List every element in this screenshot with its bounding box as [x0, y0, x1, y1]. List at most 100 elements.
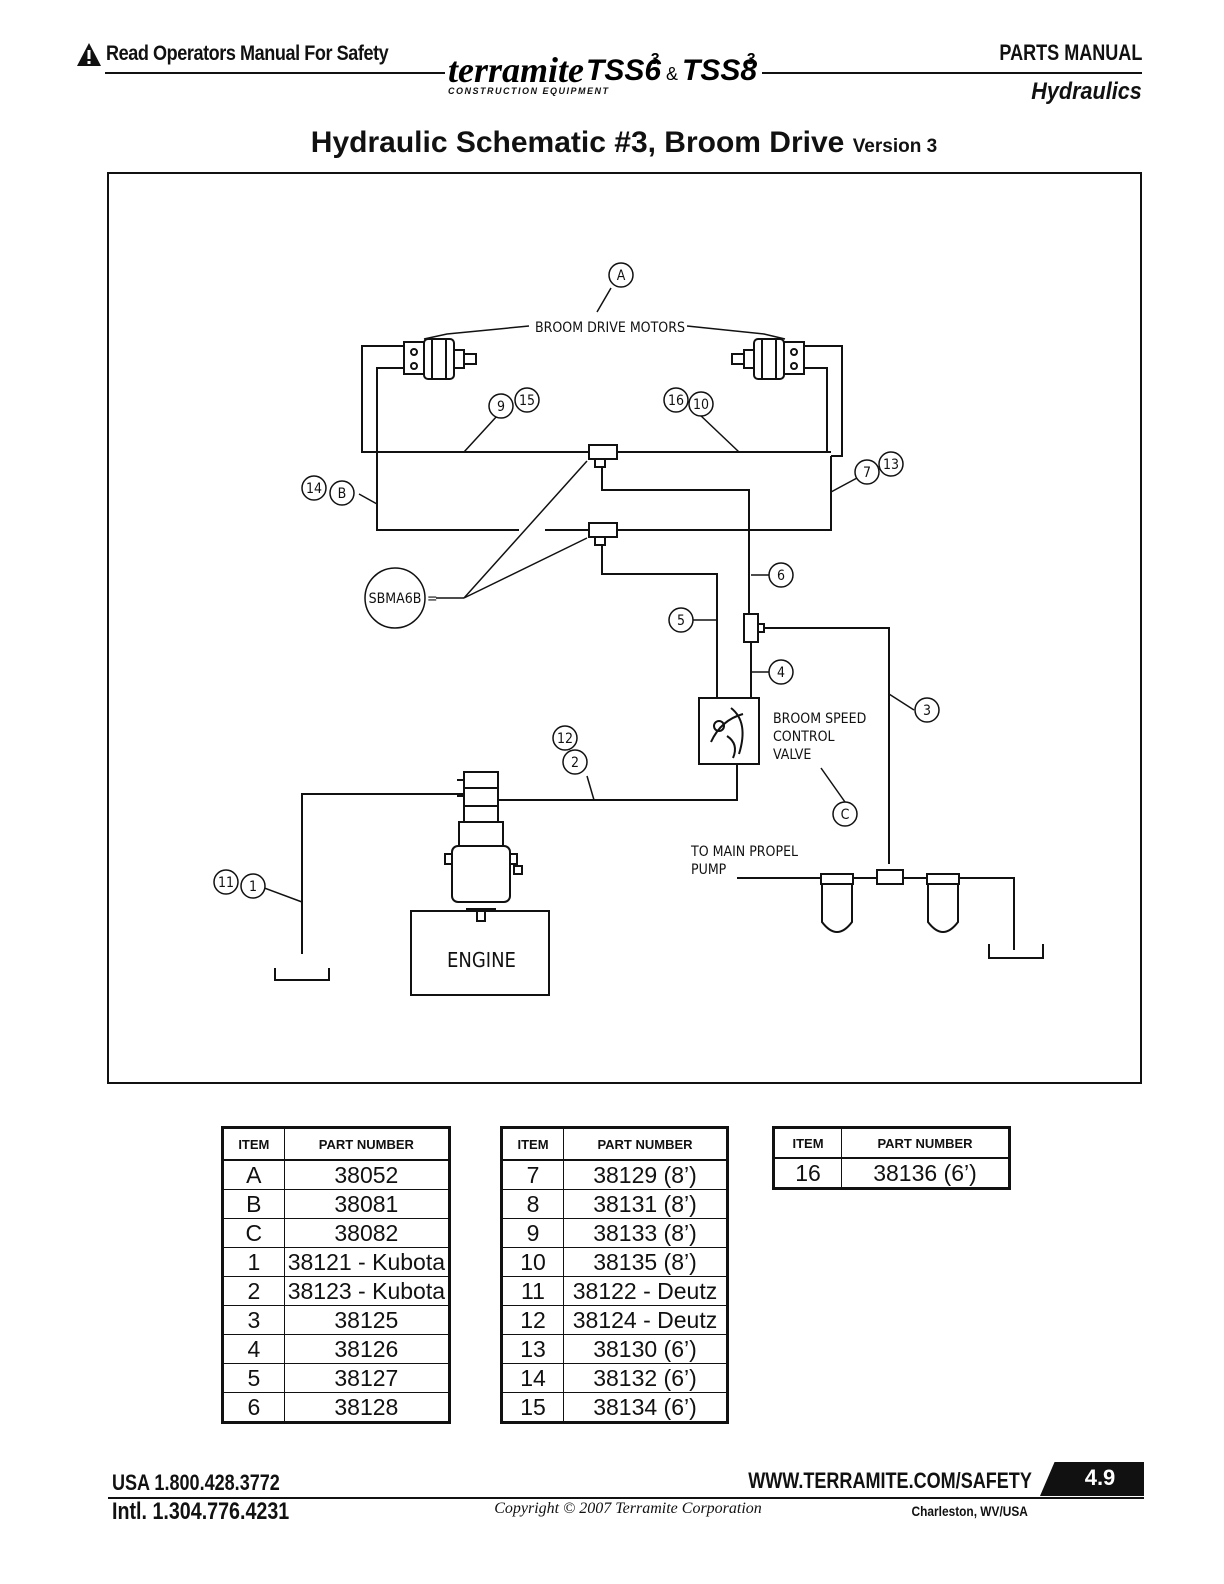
callout-1: 1: [249, 879, 257, 895]
part-number-cell: 38130 (6’): [563, 1334, 728, 1364]
callout-circles: [213, 262, 940, 899]
header-rule: [762, 72, 1142, 74]
warning-icon: [77, 43, 101, 66]
item-cell: 1: [222, 1247, 285, 1277]
manual-label: PARTS MANUAL: [999, 40, 1142, 65]
brand-name: terramite: [448, 50, 584, 90]
callout-leaders: [258, 287, 915, 903]
item-cell: 5: [222, 1363, 285, 1393]
usa-phone: USA 1.800.428.3772: [112, 1470, 280, 1495]
part-number-cell: 38124 - Deutz: [563, 1305, 728, 1335]
footer-rule: [108, 1497, 1144, 1499]
item-header: ITEM: [222, 1127, 285, 1161]
item-cell: 2: [222, 1276, 285, 1306]
schematic-frame: A 9 15 16 10 7 13 14 B 6 5 4 3 C 12 2 11…: [107, 172, 1142, 1084]
part-number-cell: 38134 (6’): [563, 1392, 728, 1423]
part-number-cell: 38128: [283, 1392, 451, 1423]
item-cell: 3: [222, 1305, 285, 1335]
location-text: Charleston, WV/USA: [911, 1503, 1028, 1519]
page-title-version: Version 3: [852, 136, 938, 157]
part-number-cell: 38135 (8’): [563, 1247, 728, 1277]
callout-13: 13: [883, 457, 899, 473]
section-label: Hydraulics: [1031, 78, 1142, 105]
item-cell: 7: [501, 1159, 564, 1190]
callout-b: B: [338, 486, 347, 502]
part-number-cell: 38131 (8’): [563, 1189, 728, 1219]
callout-a: A: [617, 268, 626, 284]
item-cell: 13: [501, 1334, 564, 1364]
item-cell: 6: [222, 1392, 285, 1423]
right-broom-motor: [731, 338, 805, 380]
callout-5: 5: [677, 613, 685, 629]
part-number-cell: 38125: [283, 1305, 451, 1335]
model-2: TSS8: [682, 54, 757, 87]
item-cell: 9: [501, 1218, 564, 1248]
item-cell: B: [222, 1189, 285, 1219]
callout-4: 4: [777, 665, 785, 681]
fitting-equals-sign: =: [427, 591, 438, 607]
callout-7: 7: [863, 465, 871, 481]
broom-speed-label-1: BROOM SPEED: [773, 711, 866, 727]
engine-block: [410, 910, 550, 996]
item-cell: A: [222, 1159, 285, 1190]
item-cell: 8: [501, 1189, 564, 1219]
callout-6: 6: [777, 568, 785, 584]
to-main-propel-label-2: PUMP: [691, 862, 727, 878]
callout-14: 14: [306, 481, 322, 497]
model-ampersand: &: [666, 64, 678, 84]
hydraulic-pump: [444, 771, 523, 922]
item-cell: 14: [501, 1363, 564, 1393]
lower-tee-fitting: [588, 522, 618, 538]
brand-subtitle: CONSTRUCTION EQUIPMENT: [448, 86, 610, 96]
part-number-cell: 38122 - Deutz: [563, 1276, 728, 1306]
part-number-header: PART NUMBER: [283, 1127, 451, 1161]
website-link[interactable]: WWW.TERRAMITE.COM/SAFETY: [748, 1468, 1032, 1493]
model-2-superscript: 3: [746, 51, 755, 68]
page-title-main: Hydraulic Schematic #3, Broom Drive: [310, 126, 845, 159]
item-cell: 15: [501, 1392, 564, 1423]
part-number-header: PART NUMBER: [841, 1127, 1010, 1159]
left-broom-motor: [403, 338, 477, 380]
item-cell: 12: [501, 1305, 564, 1335]
callout-10: 10: [693, 397, 709, 413]
part-number-cell: 38121 - Kubota: [283, 1247, 451, 1277]
terramite-logo: terramite TSS6 & TSS8 3 3: [448, 48, 768, 101]
item-header: ITEM: [773, 1127, 842, 1159]
page-number-tab: [1040, 1462, 1144, 1496]
part-number-cell: 38126: [283, 1334, 451, 1364]
broom-speed-control-valve: [698, 697, 760, 765]
item-cell: 16: [773, 1157, 842, 1189]
hydraulic-schematic: A 9 15 16 10 7 13 14 B 6 5 4 3 C 12 2 11…: [213, 262, 1044, 996]
callout-16: 16: [668, 393, 684, 409]
callout-3: 3: [923, 703, 931, 719]
callout-15: 15: [519, 393, 535, 409]
model-1: TSS6: [586, 54, 661, 87]
item-header: ITEM: [501, 1127, 564, 1161]
callout-9: 9: [497, 399, 505, 415]
callout-2: 2: [571, 755, 579, 771]
part-number-cell: 38082: [283, 1218, 451, 1248]
part-number-cell: 38081: [283, 1189, 451, 1219]
broom-speed-label-3: VALVE: [773, 747, 811, 763]
part-number-header: PART NUMBER: [563, 1127, 728, 1161]
callout-12: 12: [557, 731, 573, 747]
page-title: Hydraulic Schematic #3, Broom Drive Vers…: [0, 126, 1224, 160]
filter-tee: [876, 869, 904, 885]
